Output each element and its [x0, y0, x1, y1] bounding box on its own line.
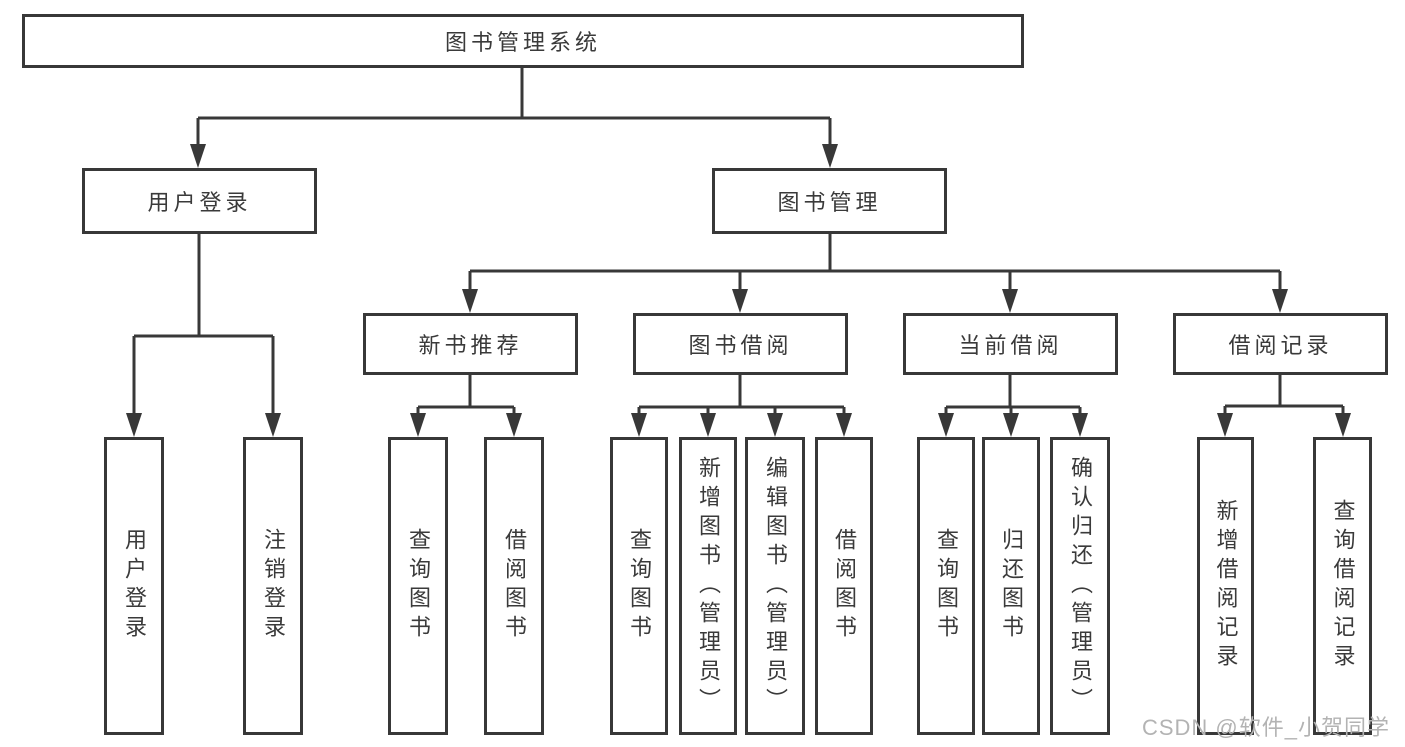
csdn-watermark: CSDN @软件_小贺同学: [1141, 715, 1390, 740]
connector-book-management-to-level3: [462, 234, 1288, 313]
leaf-borrow-books: 借阅图书: [815, 437, 873, 735]
leaf-query-borrow-record: 查询借阅记录: [1313, 437, 1372, 735]
node-new-book-recommend: 新书推荐: [363, 313, 578, 375]
connector-book-borrow-to-children: [631, 375, 852, 437]
node-book-management: 图书管理: [712, 168, 947, 234]
connector-root-to-level2: [190, 68, 838, 168]
leaf-query-books-borrow: 查询图书: [610, 437, 668, 735]
node-user-login: 用户登录: [82, 168, 317, 234]
leaf-edit-books-admin: 编辑图书（管理员）: [745, 437, 805, 735]
leaf-add-borrow-record: 新增借阅记录: [1197, 437, 1254, 735]
leaf-query-books-recommend: 查询图书: [388, 437, 448, 735]
leaf-borrow-books-recommend: 借阅图书: [484, 437, 544, 735]
leaf-return-books: 归还图书: [982, 437, 1040, 735]
node-borrow-records: 借阅记录: [1173, 313, 1388, 375]
leaf-query-books-current: 查询图书: [917, 437, 975, 735]
leaf-confirm-return-admin: 确认归还（管理员）: [1050, 437, 1110, 735]
connector-current-borrow-to-children: [938, 375, 1088, 437]
connector-borrow-records-to-children: [1217, 375, 1351, 437]
leaf-add-books-admin: 新增图书（管理员）: [679, 437, 737, 735]
leaf-user-login: 用户登录: [104, 437, 164, 735]
node-root-system: 图书管理系统: [22, 14, 1024, 68]
connector-new-book-recommend-to-children: [410, 375, 522, 437]
connector-user-login-to-children: [126, 234, 281, 437]
leaf-logout: 注销登录: [243, 437, 303, 735]
node-current-borrow: 当前借阅: [903, 313, 1118, 375]
node-book-borrow: 图书借阅: [633, 313, 848, 375]
